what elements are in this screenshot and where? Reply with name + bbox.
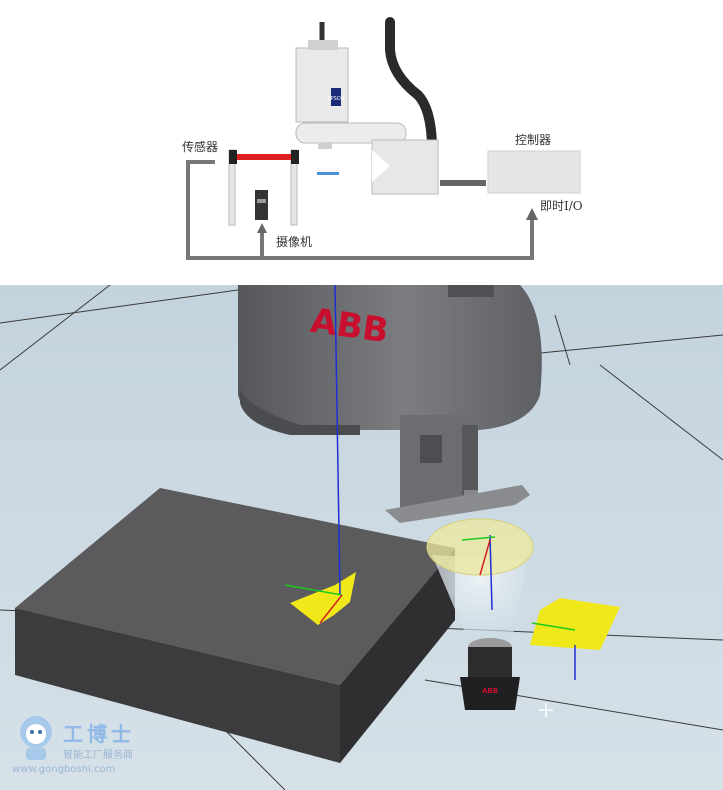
watermark-url: www.gongboshi.com — [12, 764, 116, 775]
camera-brand-logo: ABB — [482, 687, 498, 695]
coordinate-frames — [284, 285, 576, 680]
watermark-subtitle: 智能工厂服务商 — [63, 750, 133, 761]
controller-box — [487, 150, 581, 194]
io-label: 即时I/O — [540, 199, 583, 213]
mascot-icon — [20, 716, 52, 760]
controller-label: 控制器 — [515, 133, 552, 147]
diagram-drawing: EPSON — [186, 17, 581, 260]
vision-system-diagram: EPSON 传感器 控制器 即时I/O 摄像机 — [0, 0, 723, 285]
part-on-floor[interactable] — [530, 598, 620, 650]
robotstudio-3d-viewport[interactable]: ABB ABB — [0, 285, 723, 790]
vision-camera[interactable]: ABB — [460, 638, 520, 710]
scara-robot-drawing: EPSON — [295, 17, 486, 195]
signal-path — [186, 160, 534, 260]
io-arrow-icon — [526, 208, 538, 220]
robot-logo-small: EPSON — [327, 96, 344, 102]
camera-field-of-view — [426, 518, 534, 640]
camera-device — [255, 190, 268, 220]
scene-drawing[interactable]: ABB ABB — [0, 285, 723, 790]
crosshair-cursor-icon — [539, 703, 553, 717]
watermark: 工博士 智能工厂服务商 www.gongboshi.com — [8, 712, 148, 782]
watermark-name: 工博士 — [63, 722, 135, 746]
light-barrier-sensor — [228, 149, 299, 226]
sensor-label: 传感器 — [182, 140, 219, 154]
work-table[interactable] — [15, 488, 455, 763]
abb-scara-robot[interactable]: ABB — [238, 285, 542, 523]
camera-label: 摄像机 — [276, 235, 313, 249]
sensor-beam — [237, 154, 291, 160]
camera-arrow-icon — [257, 223, 267, 233]
